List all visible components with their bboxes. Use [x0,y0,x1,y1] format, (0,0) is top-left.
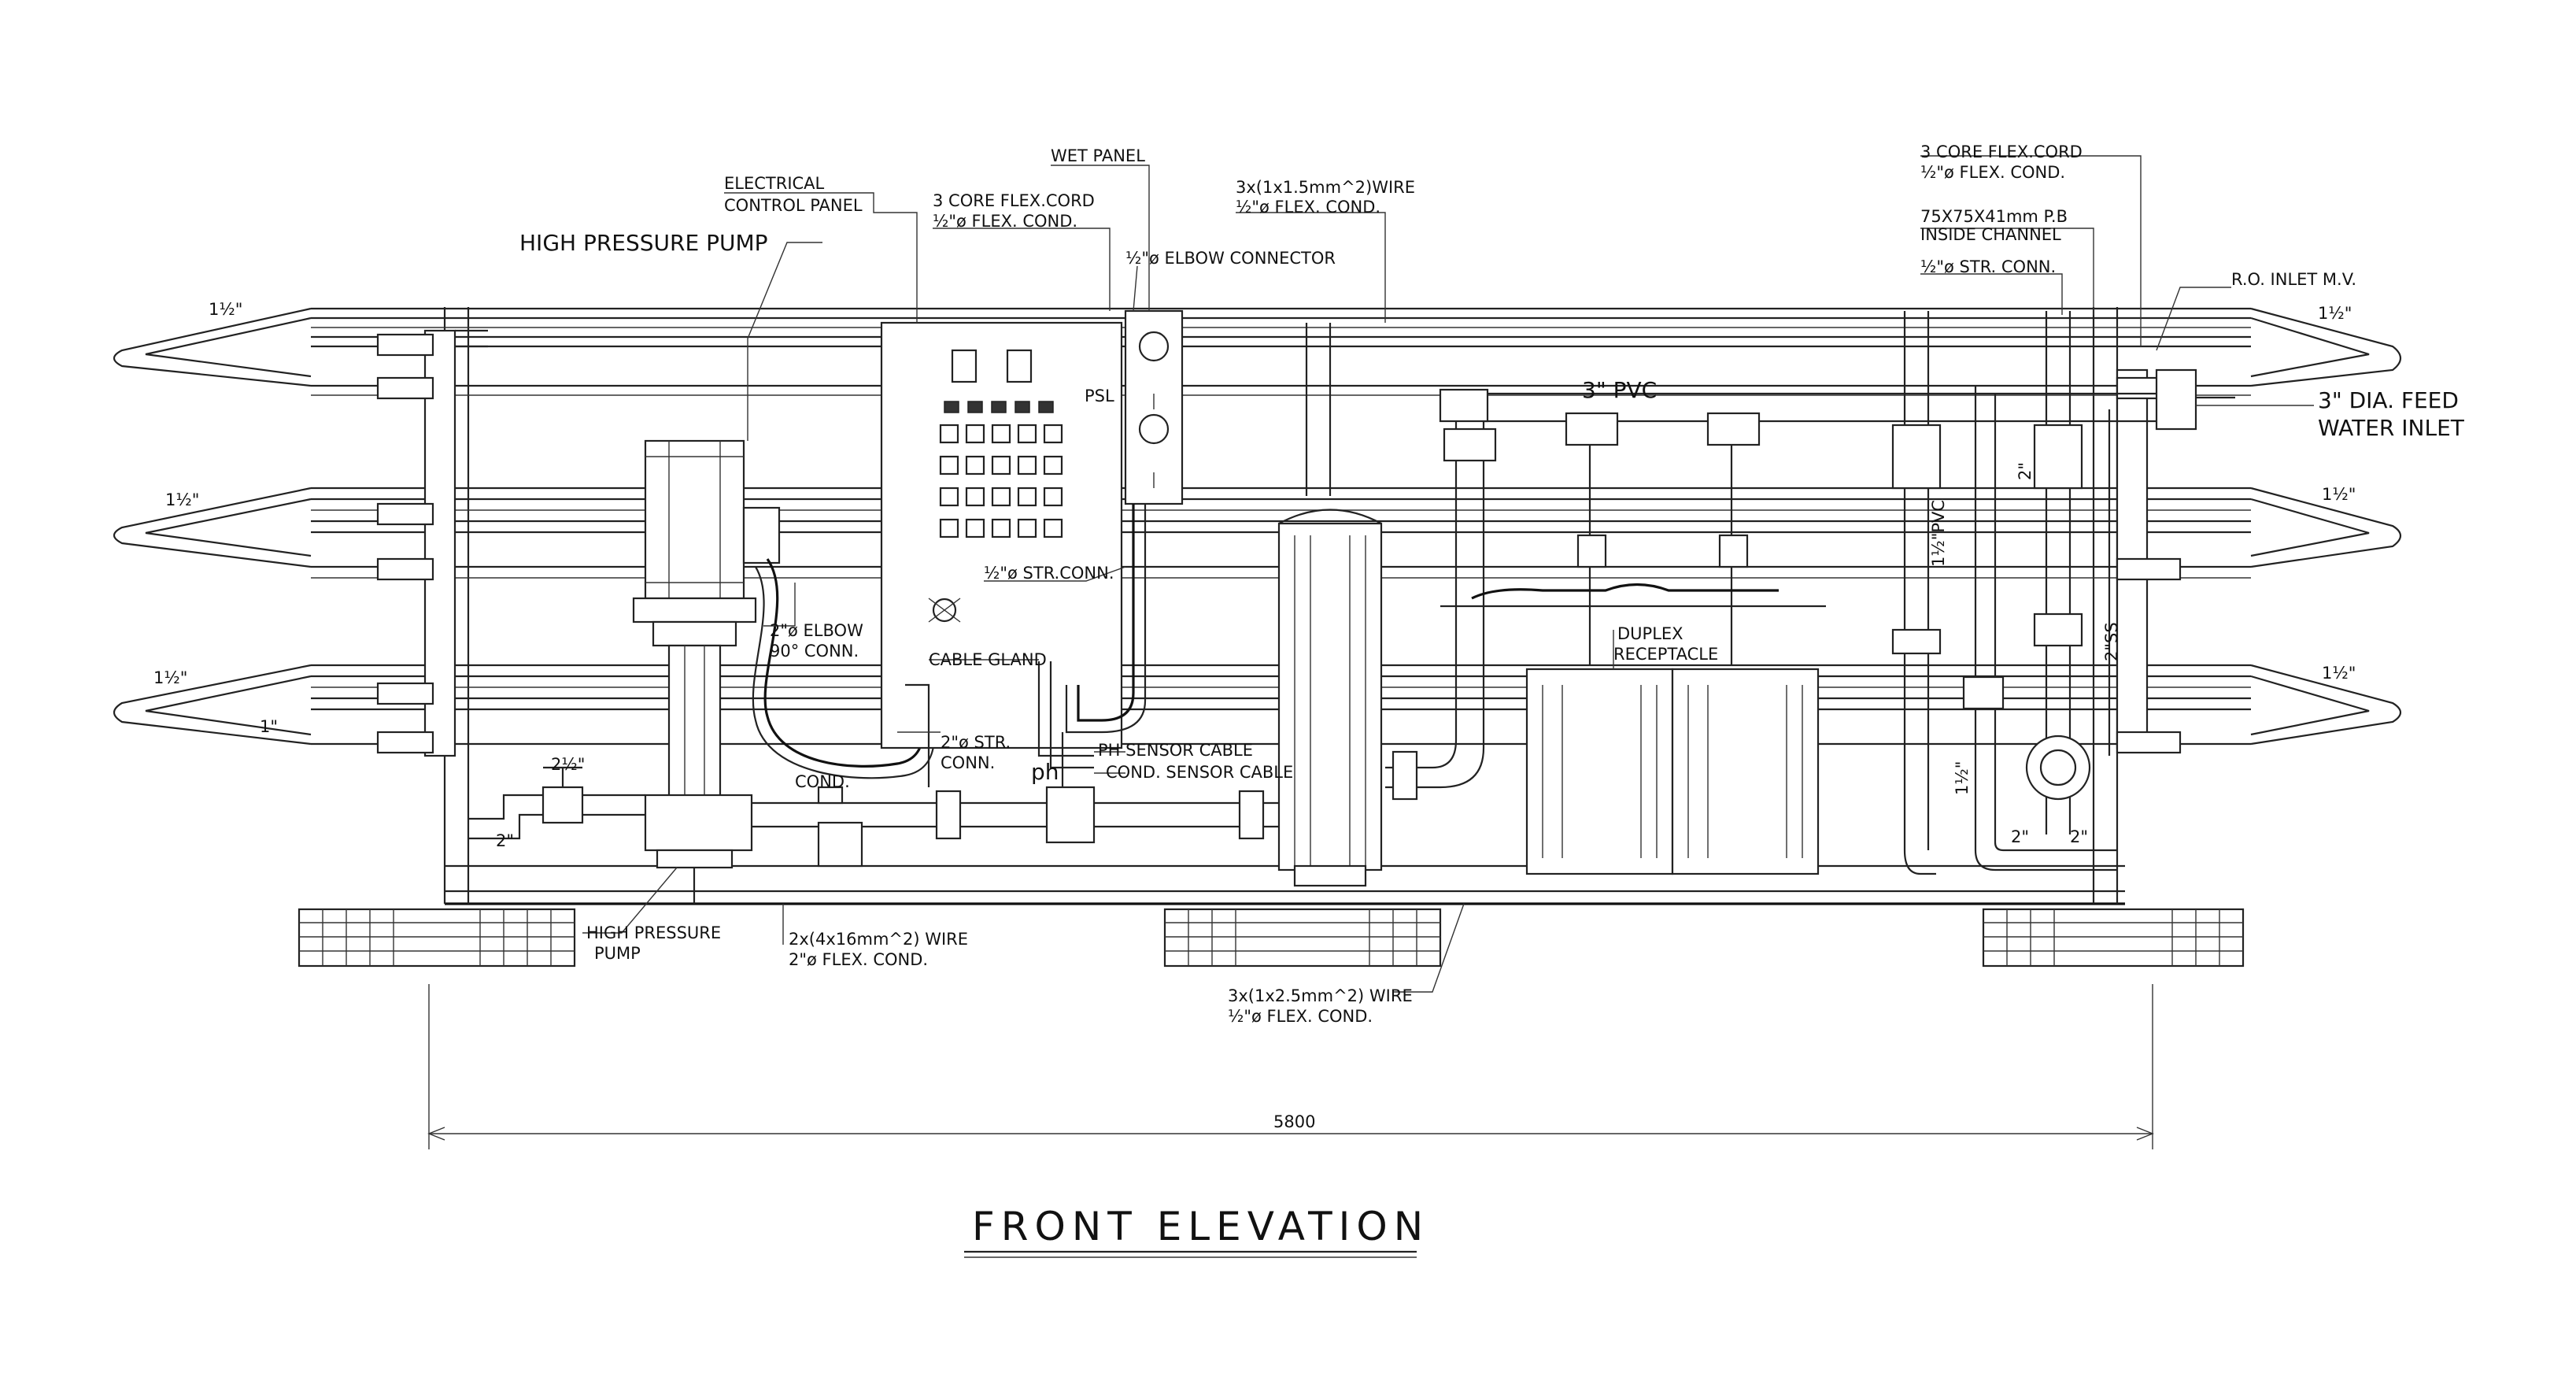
drawing-title: FRONT ELEVATION [972,1204,1429,1249]
label-str-conn-mid: ½"ø STR.CONN. [984,564,1114,583]
label-wire-2-5: 3x(1x2.5mm^2) WIRE [1228,986,1413,1005]
label-ro-inlet: R.O. INLET M.V. [2231,270,2356,289]
label-ph-sensor-cable: PH SENSOR CABLE [1098,741,1253,760]
label-flex-cond-right: ½"ø FLEX. COND. [1920,163,2065,182]
label-str-conn-2-2: CONN. [941,753,995,772]
label-channel-1: 75X75X41mm P.B [1920,207,2068,226]
label-feed-inlet-1: 3" DIA. FEED [2318,387,2459,413]
label-wire-1-5-cond: ½"ø FLEX. COND. [1236,198,1380,216]
text-labels: ELECTRICAL CONTROL PANEL HIGH PRESSURE P… [153,142,2465,1249]
label-ss-2: 2"SS [2102,622,2121,661]
pressure-vessel-bottom [113,664,2402,746]
label-wet-panel: WET PANEL [1051,146,1145,165]
high-pressure-pump [632,439,781,904]
size-left-inner: 1" [260,717,278,736]
size-vertical-2: 2" [2016,462,2035,480]
electrical-control-panel [880,321,1123,749]
label-channel-2: INSIDE CHANNEL [1920,225,2061,244]
label-str-conn-right: ½"ø STR. CONN. [1920,257,2056,276]
label-electrical: ELECTRICAL [724,174,825,193]
size-right-top: 1½" [2318,304,2352,323]
label-ph: ph [1031,759,1059,785]
label-pvc-1-5: 1½"PVC [1929,500,1948,567]
size-vertical-1-5: 1½" [1953,761,1972,795]
label-pvc-3: 3" PVC [1582,377,1657,403]
pallet-center [1163,908,1442,968]
label-receptacle: RECEPTACLE [1613,645,1718,664]
label-wire-16-cond: 2"ø FLEX. COND. [789,950,928,969]
inlet-piping [468,766,1291,868]
label-feed-inlet-2: WATER INLET [2318,415,2465,441]
leader-lines [582,155,2314,993]
label-flex-cord-left: 3 CORE FLEX.CORD [933,191,1095,210]
label-str-conn-2-1: 2"ø STR. [941,733,1011,752]
duplex-wiring [1471,583,1779,600]
feed-header-pvc [1385,388,2157,801]
label-wire-2-5-cond: ½"ø FLEX. COND. [1228,1007,1373,1026]
size-right-bot: 1½" [2322,664,2356,683]
label-flex-cord-right: 3 CORE FLEX.CORD [1920,142,2083,161]
label-elbow-connector: ½"ø ELBOW CONNECTOR [1125,249,1336,268]
right-manifold [2116,368,2182,754]
dosing-tanks [1525,668,1820,875]
pallet-left [298,908,576,968]
wet-panel [1124,309,1184,505]
left-manifold [376,329,488,757]
size-left-top: 1½" [209,300,242,319]
label-elbow-90-1: 2"ø ELBOW [770,621,863,640]
size-pipe-2-right-a: 2" [2011,827,2029,846]
label-control-panel: CONTROL PANEL [724,196,863,215]
pressure-vessel-middle [113,487,2402,579]
label-flex-cond-left: ½"ø FLEX. COND. [933,212,1077,231]
size-valve-2-5: 2½" [551,755,585,774]
pallet-right [1982,908,2245,968]
label-cond: COND. [795,772,850,791]
label-cable-gland: CABLE GLAND [929,650,1047,669]
size-right-mid: 1½" [2322,485,2356,504]
label-dim-5800: 5800 [1273,1112,1315,1131]
label-cond-sensor-cable: COND. SENSOR CABLE [1106,763,1293,782]
right-piping [1891,311,2235,875]
label-hp-pump-bottom-2: PUMP [594,944,641,963]
size-left-bot: 1½" [153,668,187,687]
label-wire-1-5: 3x(1x1.5mm^2)WIRE [1236,178,1415,197]
label-hp-pump-bottom-1: HIGH PRESSURE [586,923,721,942]
label-high-pressure-pump-top: HIGH PRESSURE PUMP [519,230,768,256]
label-psl: PSL [1085,387,1114,405]
size-left-mid: 1½" [165,490,199,509]
size-pipe-2-right-b: 2" [2070,827,2088,846]
label-duplex: DUPLEX [1617,624,1683,643]
size-pipe-2-left: 2" [496,831,514,850]
dimension-5800 [427,984,2154,1149]
sensor-cables [905,504,1147,787]
label-wire-16: 2x(4x16mm^2) WIRE [789,930,968,949]
cartridge-filter [1277,323,1383,887]
label-elbow-90-2: 90° CONN. [770,642,859,661]
